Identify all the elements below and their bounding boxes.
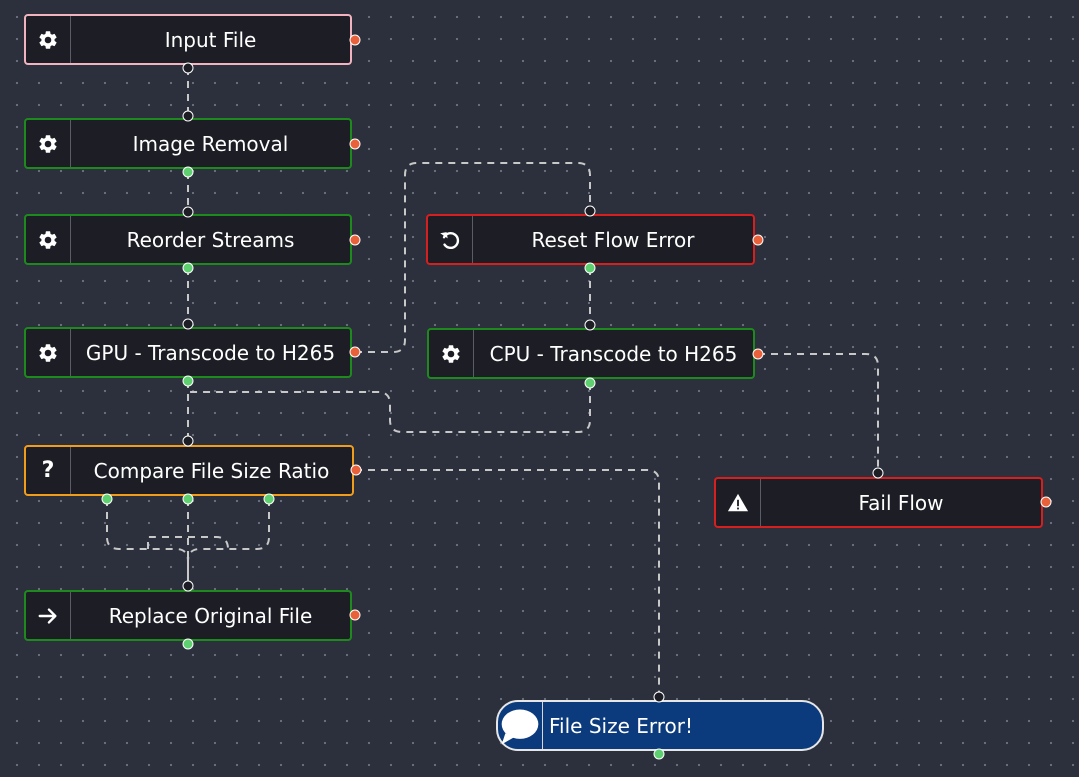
wire-compare-out3-to-replace — [187, 499, 270, 586]
fail-flow-failure-port[interactable] — [1040, 496, 1052, 508]
reorder-streams-node[interactable]: Reorder Streams — [24, 214, 352, 265]
gear-icon — [26, 120, 71, 167]
cpu-transcode-input-port[interactable] — [584, 319, 596, 331]
wire-compare-bridge — [147, 536, 229, 550]
question-icon: ? — [26, 447, 71, 494]
comment-label: File Size Error! — [549, 713, 694, 738]
gpu-transcode-failure-port[interactable] — [349, 346, 361, 358]
image-removal-input-port[interactable] — [182, 110, 194, 122]
gpu-transcode-node[interactable]: GPU - Transcode to H265 — [24, 327, 352, 378]
image-removal-failure-port[interactable] — [349, 138, 361, 150]
replace-original-output-port[interactable] — [182, 638, 194, 650]
input-file-output-port[interactable] — [182, 62, 194, 74]
node-label: CPU - Transcode to H265 — [489, 341, 738, 366]
reorder-streams-output-port[interactable] — [182, 262, 194, 274]
reset-flow-error-output-port[interactable] — [584, 262, 596, 274]
cpu-transcode-failure-port[interactable] — [752, 348, 764, 360]
gear-icon — [26, 216, 71, 263]
fail-flow-input-port[interactable] — [872, 467, 884, 479]
compare-ratio-input-port[interactable] — [182, 435, 194, 447]
compare-ratio-output-port-3[interactable] — [263, 493, 275, 505]
wire-compare-out1-to-replace — [106, 499, 189, 586]
gpu-transcode-input-port[interactable] — [182, 318, 194, 330]
wire-compare-fail-to-comment — [355, 469, 660, 697]
reset-flow-error-node[interactable]: Reset Flow Error — [426, 214, 755, 265]
reorder-streams-input-port[interactable] — [182, 206, 194, 218]
arrow-right-icon — [26, 592, 71, 639]
compare-ratio-output-port-1[interactable] — [101, 493, 113, 505]
input-file-failure-port[interactable] — [349, 34, 361, 46]
node-label: Reset Flow Error — [531, 227, 695, 252]
replace-original-failure-port[interactable] — [349, 609, 361, 621]
compare-file-size-ratio-node[interactable]: ? Compare File Size Ratio — [24, 445, 354, 496]
replace-original-input-port[interactable] — [182, 580, 194, 592]
node-label: GPU - Transcode to H265 — [85, 340, 336, 365]
warning-icon — [716, 479, 761, 526]
node-label: Image Removal — [132, 131, 289, 156]
reset-flow-error-input-port[interactable] — [584, 205, 596, 217]
gear-icon — [26, 329, 71, 376]
compare-ratio-output-port-2[interactable] — [182, 493, 194, 505]
fail-flow-node[interactable]: Fail Flow — [714, 477, 1043, 528]
gear-icon — [429, 330, 474, 377]
comment-output-port[interactable] — [653, 748, 665, 760]
node-label: Fail Flow — [858, 490, 944, 515]
speech-bubble-icon — [498, 702, 543, 749]
node-label: Reorder Streams — [126, 227, 295, 252]
gpu-transcode-output-port[interactable] — [182, 375, 194, 387]
compare-ratio-failure-port[interactable] — [350, 464, 362, 476]
cpu-transcode-node[interactable]: CPU - Transcode to H265 — [427, 328, 755, 379]
reorder-streams-failure-port[interactable] — [349, 234, 361, 246]
node-label: Input File — [164, 27, 257, 52]
image-removal-output-port[interactable] — [182, 166, 194, 178]
wire-cpu-to-compare — [188, 383, 591, 433]
input-file-node[interactable]: Input File — [24, 14, 352, 65]
cpu-transcode-output-port[interactable] — [584, 377, 596, 389]
comment-input-port[interactable] — [653, 691, 665, 703]
undo-icon — [428, 216, 473, 263]
node-label: Compare File Size Ratio — [93, 458, 330, 483]
image-removal-node[interactable]: Image Removal — [24, 118, 352, 169]
wire-cpu-fail-to-fail-flow — [758, 353, 879, 473]
gear-icon — [26, 16, 71, 63]
file-size-error-comment[interactable]: File Size Error! — [496, 700, 824, 751]
reset-flow-error-failure-port[interactable] — [752, 234, 764, 246]
replace-original-file-node[interactable]: Replace Original File — [24, 590, 352, 641]
node-label: Replace Original File — [108, 603, 313, 628]
